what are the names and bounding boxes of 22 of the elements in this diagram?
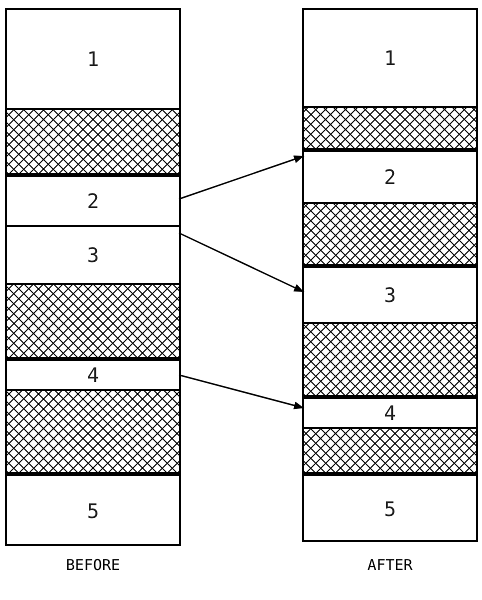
segment-number: 2 [384,165,396,189]
column-caption: BEFORE [64,556,122,574]
free-space-block [304,202,476,266]
free-space-block [304,322,476,397]
arrow [178,374,304,410]
arrow [178,155,304,200]
arrow [178,232,304,293]
segment-number: 2 [86,189,100,213]
segment-number: 3 [384,283,396,307]
free-space-block [304,427,476,474]
segment-number: 1 [384,46,396,70]
segment-number: 5 [384,497,396,521]
segment-number: 3 [86,243,100,267]
column-caption: AFTER [366,556,414,574]
segment-number: 4 [384,401,396,425]
free-space-block [304,106,476,150]
free-space-block [7,108,179,175]
free-space-block [7,389,179,474]
segment-number: 4 [86,363,100,387]
segment-number: 5 [86,499,100,523]
segment-number: 1 [86,47,100,71]
free-space-block [7,283,179,359]
